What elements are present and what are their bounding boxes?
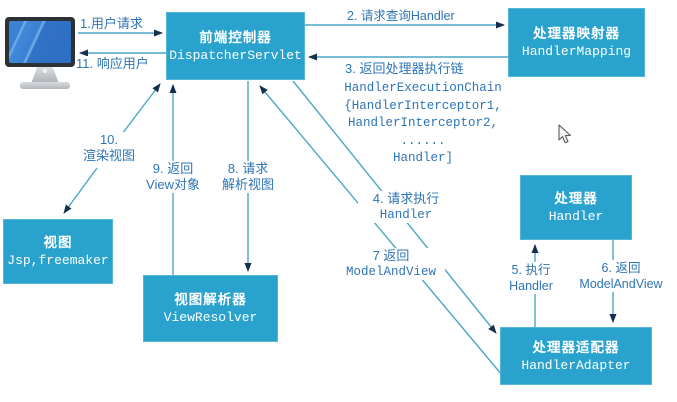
label-step8: 8. 请求 解析视图 (215, 161, 281, 193)
node-title: 处理器 (554, 191, 598, 206)
label-step9-line2: View对象 (146, 177, 200, 192)
node-subtitle: Handler (548, 209, 604, 224)
label-step3-chain: HandlerExecutionChain {HandlerIntercepto… (337, 80, 509, 168)
node-dispatcher-servlet: 前端控制器 DispatcherServlet (166, 12, 305, 80)
node-subtitle: HandlerAdapter (521, 357, 631, 373)
label-step7: 7 返回 ModelAndView (337, 248, 445, 280)
monitor-logo-dot (43, 69, 47, 73)
chain-line-2: {HandlerInterceptor1, (344, 98, 502, 113)
label-step5-line2: Handler (509, 279, 553, 293)
label-step1: 1.用户请求 (80, 16, 143, 32)
label-step10-line2: 渲染视图 (82, 148, 135, 163)
chain-line-1: HandlerExecutionChain (344, 81, 502, 95)
label-step10-line1: 10. (99, 132, 119, 147)
label-step8-line2: 解析视图 (221, 177, 274, 192)
node-handler-adapter: 处理器适配器 HandlerAdapter (500, 327, 652, 385)
node-subtitle: ViewResolver (163, 310, 258, 325)
mouse-cursor-icon (558, 124, 571, 144)
label-step9: 9. 返回 View对象 (141, 161, 205, 193)
label-step8-line1: 8. 请求 (227, 161, 269, 176)
label-step5: 5. 执行 Handler (499, 262, 563, 294)
node-title: 视图解析器 (174, 292, 247, 307)
user-computer-icon (5, 17, 75, 89)
node-handler-mapping: 处理器映射器 HandlerMapping (508, 8, 645, 77)
label-step3-title: 3. 返回处理器执行链 (345, 61, 464, 77)
node-title: 视图 (43, 235, 73, 250)
label-step7-line2: ModelAndView (345, 265, 436, 279)
label-step5-line1: 5. 执行 (511, 263, 551, 277)
node-subtitle: HandlerMapping (521, 44, 632, 59)
label-step11: 11. 响应用户 (76, 56, 149, 72)
label-step10: 10. 渲染视图 (76, 132, 142, 164)
node-title: 处理器映射器 (533, 26, 620, 41)
label-step6: 6. 返回 ModelAndView (571, 260, 671, 292)
monitor-screen (9, 21, 71, 63)
label-step4-line2: Handler (379, 208, 433, 222)
node-view-resolver: 视图解析器 ViewResolver (143, 275, 278, 342)
chain-line-3: HandlerInterceptor2, (347, 116, 499, 130)
monitor-base (20, 82, 70, 89)
node-subtitle: DispatcherServlet (169, 47, 302, 63)
label-step7-line1: 7 返回 (372, 248, 410, 263)
monitor-frame (5, 17, 75, 67)
node-title: 前端控制器 (199, 29, 272, 45)
chain-line-4: ...... (400, 133, 446, 148)
chain-line-5: Handler] (392, 151, 453, 165)
node-handler: 处理器 Handler (520, 175, 632, 240)
label-step6-line2: ModelAndView (579, 277, 663, 291)
arrow-step7-return-modelandview (259, 85, 503, 376)
node-title: 处理器适配器 (532, 339, 620, 355)
arrow-step10-render-view (63, 167, 98, 214)
label-step4: 4. 请求执行 Handler (358, 191, 454, 223)
label-step6-line1: 6. 返回 (601, 261, 641, 275)
label-step4-line1: 4. 请求执行 (372, 191, 440, 206)
arrow-step10-upper-segment (121, 83, 161, 135)
label-step9-line1: 9. 返回 (152, 161, 194, 176)
node-subtitle: Jsp,freemaker (7, 253, 109, 268)
label-step2: 2. 请求查询Handler (347, 8, 455, 24)
node-view: 视图 Jsp,freemaker (3, 219, 113, 284)
monitor-stand (31, 67, 59, 84)
